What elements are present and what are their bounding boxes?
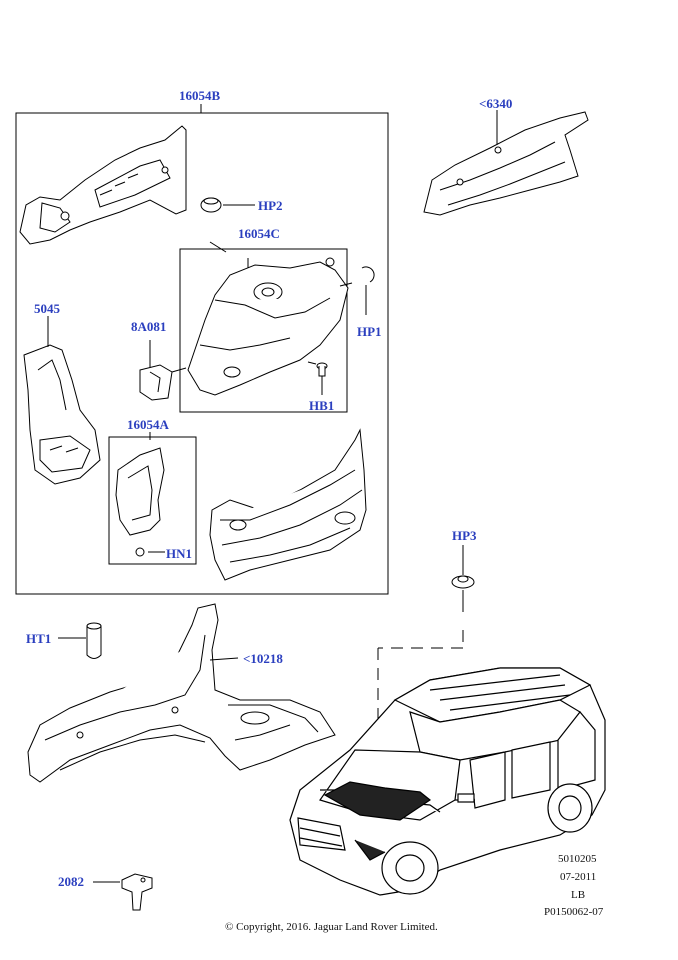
callout-HB1: HB1 — [309, 398, 335, 413]
callout-8A081: 8A081 — [131, 319, 167, 334]
meta-code: 5010205 — [558, 853, 597, 865]
callout-10218: <10218 — [243, 651, 283, 666]
group-frame-16054B — [15, 104, 389, 595]
panel-part-10218 — [27, 603, 336, 783]
wheelhouse-part-16054C — [187, 241, 349, 396]
callout-6340: <6340 — [479, 96, 513, 111]
callout-HN1: HN1 — [166, 546, 192, 561]
plug-hp3 — [451, 545, 475, 612]
pillar-part-5045 — [23, 316, 101, 485]
bolt-hb1 — [307, 361, 328, 395]
bulkhead-part — [209, 428, 367, 581]
callout-16054B: 16054B — [179, 88, 221, 103]
vehicle-illustration — [289, 667, 606, 896]
callout-16054A: 16054A — [127, 417, 169, 432]
callout-5045: 5045 — [34, 301, 60, 316]
bracket-part-16054A — [115, 432, 165, 557]
meta-date: 07-2011 — [560, 871, 597, 883]
upper-rail-part — [19, 125, 187, 245]
copyright-text: © Copyright, 2016. Jaguar Land Rover Lim… — [225, 921, 438, 933]
cap-ht1 — [58, 622, 102, 659]
meta-ref: P0150062-07 — [544, 906, 604, 918]
callout-HP2: HP2 — [258, 198, 283, 213]
part-6340 — [423, 110, 589, 216]
bracket-2082 — [93, 873, 153, 911]
callout-2082: 2082 — [58, 874, 84, 889]
plug-hp2 — [200, 197, 255, 213]
callout-HT1: HT1 — [26, 631, 52, 646]
group-frame-16054C — [179, 248, 348, 413]
meta-variant: LB — [571, 889, 586, 901]
callout-HP1: HP1 — [357, 324, 382, 339]
group-frame-16054A — [108, 436, 197, 565]
bracket-8A081 — [139, 340, 187, 401]
callout-16054C: 16054C — [238, 226, 280, 241]
callout-HP3: HP3 — [452, 528, 477, 543]
clip-hp1 — [339, 266, 375, 315]
